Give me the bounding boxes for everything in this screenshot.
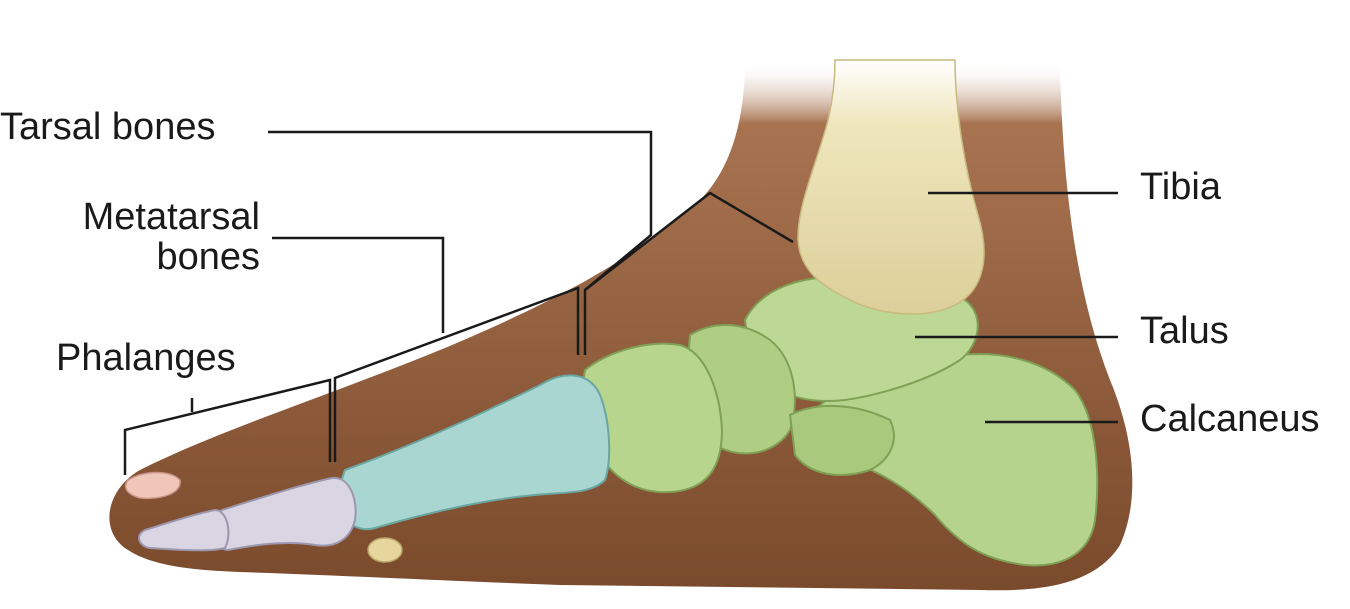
- sesamoid-bone: [367, 537, 403, 563]
- label-metatarsal-line2: bones: [156, 235, 260, 278]
- label-tibia: Tibia: [1140, 166, 1221, 208]
- label-metatarsal-line1: Metatarsal: [82, 196, 260, 238]
- tarsal-bracket: [584, 191, 794, 291]
- label-metatarsal-bones: Metatarsal bones: [82, 196, 260, 278]
- distal-phalanx-bone: [138, 508, 230, 552]
- leader-lines: [123, 130, 1118, 475]
- first-metatarsal-bone: [336, 374, 611, 531]
- label-calcaneus: Calcaneus: [1140, 398, 1320, 440]
- label-tarsal-bones: Tarsal bones: [0, 106, 216, 148]
- phalanges-bracket: [123, 378, 332, 475]
- metatarsal-leader: [272, 236, 445, 333]
- label-talus: Talus: [1140, 310, 1229, 352]
- cuboid-bone: [788, 405, 895, 476]
- tarsal-leader: [268, 130, 653, 355]
- proximal-phalanx-bone: [212, 476, 357, 552]
- label-phalanges: Phalanges: [56, 337, 236, 379]
- toenail: [124, 471, 181, 500]
- metatarsal-bracket: [333, 286, 580, 462]
